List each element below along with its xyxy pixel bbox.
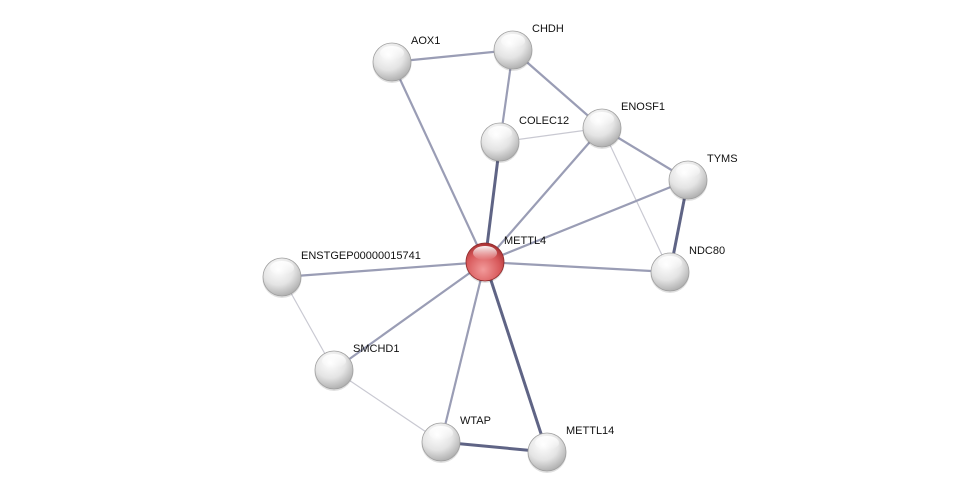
edge-mettl4-enstgep00000015741[interactable] [281, 260, 486, 279]
edge-chdh-enosf1[interactable] [512, 49, 603, 129]
sphere-highlight [501, 34, 525, 48]
node-label: ENOSF1 [621, 101, 665, 113]
node-smchd1[interactable]: SMCHD1 [314, 343, 400, 391]
edge-mettl4-smchd1[interactable] [333, 261, 486, 371]
node-label: METTL4 [504, 235, 546, 247]
sphere-highlight [676, 164, 700, 178]
edge-enosf1-mettl4[interactable] [484, 127, 603, 263]
edge-tyms-mettl4[interactable] [484, 178, 689, 264]
sphere-highlight [322, 354, 346, 368]
edge-colec12-mettl4[interactable] [483, 141, 502, 263]
node-mettl14[interactable]: METTL14 [527, 425, 615, 473]
sphere-highlight [658, 256, 682, 270]
edge-aox1-mettl4[interactable] [391, 61, 486, 263]
node-enstgep00000015741[interactable]: ENSTGEP00000015741 [262, 250, 421, 298]
node-label: SMCHD1 [353, 343, 399, 355]
node-label: CHDH [532, 23, 564, 35]
node-enosf1[interactable]: ENOSF1 [582, 101, 666, 149]
node-label: METTL14 [566, 425, 614, 437]
node-tyms[interactable]: TYMS [668, 153, 738, 201]
node-label: ENSTGEP00000015741 [301, 250, 421, 262]
sphere-highlight [429, 426, 453, 440]
edge-mettl4-wtap[interactable] [439, 261, 487, 443]
node-label: WTAP [460, 415, 491, 427]
node-aox1[interactable]: AOX1 [372, 35, 441, 83]
sphere-highlight [535, 436, 559, 450]
edge-mettl4-ndc80[interactable] [484, 260, 671, 274]
node-chdh[interactable]: CHDH [493, 23, 564, 71]
sphere-highlight [270, 261, 294, 275]
edge-mettl4-mettl14[interactable] [483, 261, 549, 453]
node-label: NDC80 [689, 245, 725, 257]
node-mettl4[interactable]: METTL4 [465, 235, 547, 283]
sphere-highlight [380, 46, 404, 60]
node-label: TYMS [707, 153, 738, 165]
sphere-highlight [473, 246, 497, 260]
node-wtap[interactable]: WTAP [421, 415, 491, 463]
node-colec12[interactable]: COLEC12 [480, 115, 570, 163]
node-ndc80[interactable]: NDC80 [650, 245, 726, 293]
node-label: AOX1 [411, 35, 440, 47]
edge-smchd1-wtap[interactable] [333, 369, 442, 443]
edge-aox1-chdh[interactable] [391, 48, 514, 64]
sphere-highlight [590, 112, 614, 126]
sphere-highlight [488, 126, 512, 140]
node-label: COLEC12 [519, 115, 569, 127]
